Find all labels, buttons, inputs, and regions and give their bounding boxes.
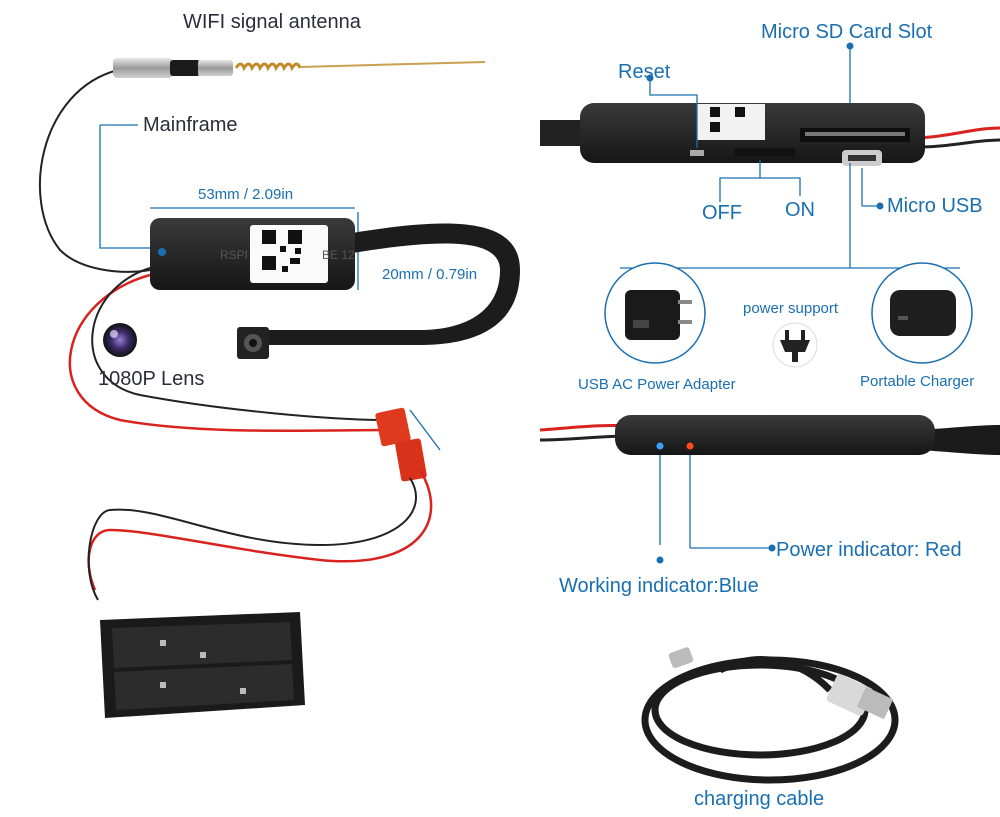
power-indicator-label: Power indicator: Red [776, 539, 962, 561]
width-dimension: 53mm / 2.09in [198, 186, 294, 203]
height-dimension: 20mm / 0.79in [382, 266, 478, 283]
antenna-label: WIFI signal antenna [183, 11, 361, 33]
power-support-label: power support [743, 300, 839, 317]
power-bank-icon [890, 290, 956, 336]
battery-holder-icon [100, 612, 305, 718]
module-brand: RSPI [220, 248, 249, 262]
usb-adapter-icon [625, 290, 692, 340]
plug-icon [772, 322, 818, 368]
portable-charger-label: Portable Charger [860, 373, 975, 390]
working-indicator-label: Working indicator:Blue [559, 575, 759, 597]
micro-usb-label: Micro USB [887, 195, 983, 217]
module-suffix: BE 12 [322, 248, 355, 262]
camera-lens-icon [103, 323, 269, 359]
mainframe-label: Mainframe [143, 114, 238, 136]
device-side-view [539, 415, 1000, 455]
qr-code-icon [262, 230, 302, 272]
connector [375, 407, 427, 482]
charging-cable-label: charging cable [694, 788, 825, 810]
device-top-view [540, 103, 1000, 166]
sd-slot-label: Micro SD Card Slot [761, 21, 933, 43]
antenna-icon [38, 58, 486, 273]
usb-adapter-label: USB AC Power Adapter [578, 376, 736, 393]
usb-cable-icon [641, 656, 899, 784]
mainframe-module [150, 218, 355, 290]
lens-label: 1080P Lens [98, 368, 205, 390]
off-label: OFF [702, 202, 742, 224]
on-label: ON [785, 199, 815, 221]
reset-label: Reset [618, 61, 671, 83]
